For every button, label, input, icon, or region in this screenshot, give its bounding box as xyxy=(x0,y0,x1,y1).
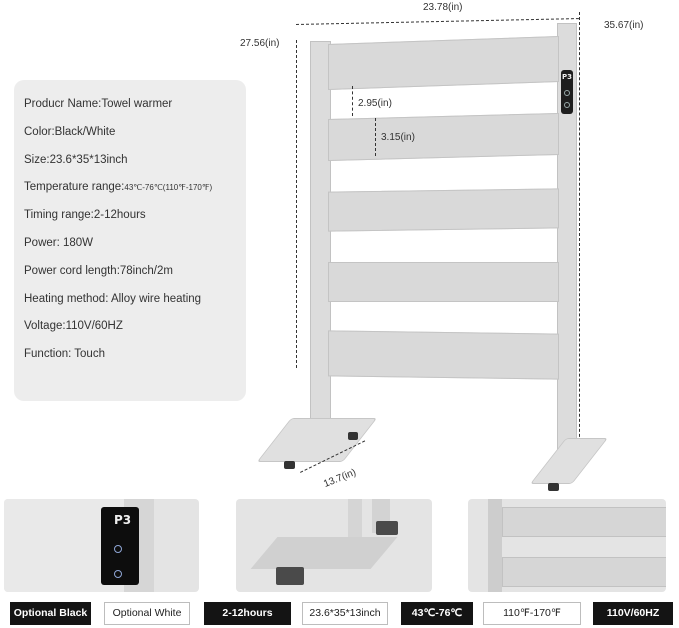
spec-voltage: Voltage:110V/60HZ xyxy=(24,320,123,333)
thumb-foot-pad xyxy=(276,567,304,585)
thumb-control-panel: P3 xyxy=(101,507,139,585)
tag-size: 23.6*35*13inch xyxy=(302,602,388,625)
right-foot xyxy=(530,438,608,484)
thumb-mode-icon xyxy=(114,570,122,578)
thumb-foot-pad-back xyxy=(376,521,398,535)
control-panel: P3 xyxy=(561,70,573,114)
spec-panel: Producr Name:Towel warmer Color:Black/Wh… xyxy=(14,80,246,401)
thumb-foot-base xyxy=(250,537,398,569)
spec-temperature-value: 43℃-76℃(110℉-170℉) xyxy=(124,183,213,193)
spec-cord-length: Power cord length:78inch/2m xyxy=(24,264,173,277)
left-foot-pad-back xyxy=(348,432,358,440)
thumb-bar-lower xyxy=(502,557,666,587)
spec-product-name: Producr Name:Towel warmer xyxy=(24,98,173,110)
tag-timing: 2-12hours xyxy=(204,602,291,625)
width-dim-line xyxy=(296,18,579,25)
thumbnail-control-panel: P3 xyxy=(4,499,199,592)
control-panel-display: P3 xyxy=(562,73,573,81)
spec-temperature-label: Temperature range: xyxy=(24,181,125,194)
tag-optional-black: Optional Black xyxy=(10,602,91,625)
spec-power: Power: 180W xyxy=(24,236,94,249)
tag-voltage: 110V/60HZ xyxy=(593,602,673,625)
thumb-power-icon xyxy=(114,545,122,553)
spec-size: Size:23.6*35*13inch xyxy=(24,153,128,166)
towel-bar-1 xyxy=(328,35,559,91)
mode-button-icon[interactable] xyxy=(564,102,570,108)
gap-dim-line xyxy=(352,86,353,116)
tag-temp-celsius: 43℃-76℃ xyxy=(401,602,473,625)
spec-color: Color:Black/White xyxy=(24,125,116,138)
left-foot xyxy=(256,418,378,462)
spec-function: Function: Touch xyxy=(24,348,105,361)
left-height-dim-label: 27.56(in) xyxy=(240,38,280,49)
towel-bar-2 xyxy=(328,112,559,162)
right-height-dim-line xyxy=(579,12,580,462)
bar-height-dim-line xyxy=(375,118,376,156)
thumbnail-bars xyxy=(468,499,666,592)
spec-timing: Timing range:2-12hours xyxy=(24,209,146,222)
left-height-dim-line xyxy=(296,40,297,368)
spec-heating-method: Heating method: Alloy wire heating xyxy=(24,292,202,305)
gap-dim-label: 2.95(in) xyxy=(358,98,392,109)
left-foot-pad-front xyxy=(284,461,295,469)
bar-height-dim-label: 3.15(in) xyxy=(381,132,415,143)
thumb-bars-post xyxy=(488,499,502,592)
depth-dim-label: 13.7(in) xyxy=(322,467,358,490)
towel-bar-3 xyxy=(328,188,559,232)
spec-temperature: Temperature range:43℃-76℃(110℉-170℉) xyxy=(24,179,236,207)
thumb-panel-display: P3 xyxy=(114,513,132,527)
towel-bar-5 xyxy=(328,330,559,380)
power-button-icon[interactable] xyxy=(564,90,570,96)
tag-temp-fahrenheit: 110℉-170℉ xyxy=(483,602,581,625)
thumb-bar-upper xyxy=(502,507,666,537)
tag-optional-white: Optional White xyxy=(104,602,190,625)
right-height-dim-label: 35.67(in) xyxy=(604,20,644,31)
towel-bar-4 xyxy=(328,262,559,302)
width-dim-label: 23.78(in) xyxy=(423,2,463,13)
thumbnail-foot xyxy=(236,499,432,592)
right-foot-pad xyxy=(548,483,559,491)
